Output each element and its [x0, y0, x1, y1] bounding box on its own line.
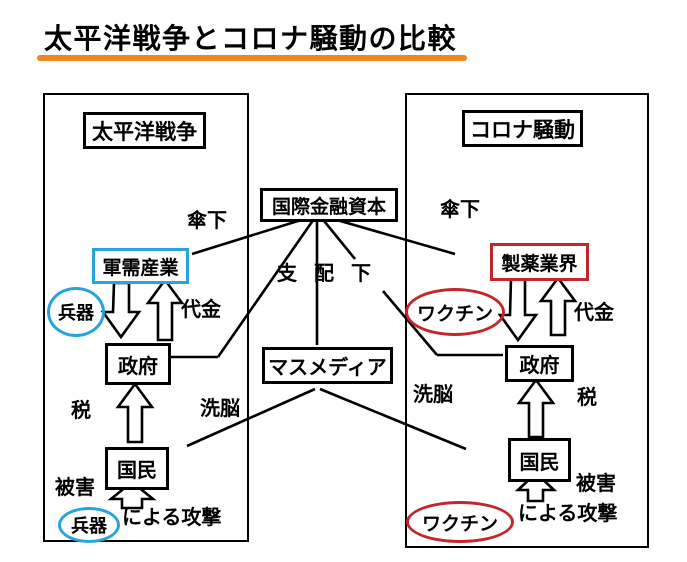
left-citizens-label: 国民 [117, 460, 157, 482]
line-capital-to-right-gov-segment1 [318, 215, 357, 260]
arrow-right-gov-to-industry [538, 275, 578, 337]
arrow-right-attack-to-citizens [514, 471, 558, 503]
left-tax-label: 税 [71, 400, 91, 422]
left-header-label: 太平洋戦争 [92, 120, 197, 144]
line-massmedia-to-left-citizens [186, 387, 316, 448]
arrow-left-industry-to-gov [100, 281, 142, 340]
vaccine-oval-bottom-label: ワクチン [421, 513, 498, 535]
right-citizens-box: 国民 [508, 438, 571, 482]
financial-capital-label: 国際金融資本 [271, 196, 386, 218]
arrow-left-attack-to-citizens [107, 480, 157, 510]
left-umbrella-label: 傘下 [187, 210, 227, 232]
left-brainwash-label: 洗脳 [200, 398, 240, 420]
vaccine-oval-top: ワクチン [405, 288, 505, 336]
left-government-box: 政府 [105, 343, 171, 385]
right-panel-border [405, 93, 649, 548]
vaccine-oval-bottom: ワクチン [406, 501, 514, 543]
left-citizens-box: 国民 [105, 447, 169, 490]
weapon-oval-top-label: 兵器 [58, 303, 94, 323]
left-damage-label: 被害 [55, 477, 95, 499]
line-capital-to-left-gov-diagonal [216, 215, 318, 358]
line-capital-to-pharma-industry [322, 214, 456, 256]
left-panel-border [43, 93, 249, 542]
financial-capital-box: 国際金融資本 [260, 188, 398, 222]
weapon-oval-bottom: 兵器 [58, 507, 120, 543]
weapon-oval-bottom-label: 兵器 [71, 516, 107, 536]
right-brainwash-label: 洗脳 [413, 384, 453, 406]
arrow-right-citizens-to-gov-tax [516, 377, 556, 439]
right-header-label: コロナ騒動 [470, 118, 575, 142]
page-title: 太平洋戦争とコロナ騒動の比較 [44, 23, 458, 54]
military-industry-box: 軍需産業 [92, 248, 189, 284]
right-umbrella-label: 傘下 [440, 199, 480, 221]
right-government-box: 政府 [505, 345, 574, 382]
arrow-left-gov-to-industry [145, 277, 185, 342]
left-government-label: 政府 [118, 355, 158, 378]
arrow-right-industry-to-gov [497, 276, 539, 343]
right-tax-label: 税 [577, 387, 597, 409]
mass-media-label: マスメディア [268, 357, 387, 379]
line-capital-to-military-industry [191, 214, 315, 256]
line-massmedia-to-right-citizens [319, 387, 467, 451]
pharma-industry-label: 製薬業界 [501, 253, 578, 275]
right-government-label: 政府 [519, 355, 560, 377]
right-citizens-label: 国民 [519, 451, 560, 474]
left-header-box: 太平洋戦争 [83, 112, 206, 149]
title-underline [37, 55, 467, 61]
right-damage-label: 被害 [576, 473, 616, 495]
left-attack-label: による攻撃 [122, 507, 222, 529]
weapon-oval-top: 兵器 [47, 287, 105, 337]
military-industry-label: 軍需産業 [102, 257, 179, 279]
pharma-industry-box: 製薬業界 [490, 243, 589, 281]
control-label: 支配下 [277, 263, 388, 285]
right-header-box: コロナ騒動 [462, 110, 583, 147]
left-payment-label: 代金 [181, 299, 221, 321]
right-attack-label: による攻撃 [518, 503, 618, 525]
right-payment-label: 代金 [574, 302, 614, 324]
arrow-left-citizens-to-gov-tax [115, 381, 155, 444]
vaccine-oval-top-label: ワクチン [416, 303, 493, 325]
mass-media-box: マスメディア [262, 347, 393, 384]
